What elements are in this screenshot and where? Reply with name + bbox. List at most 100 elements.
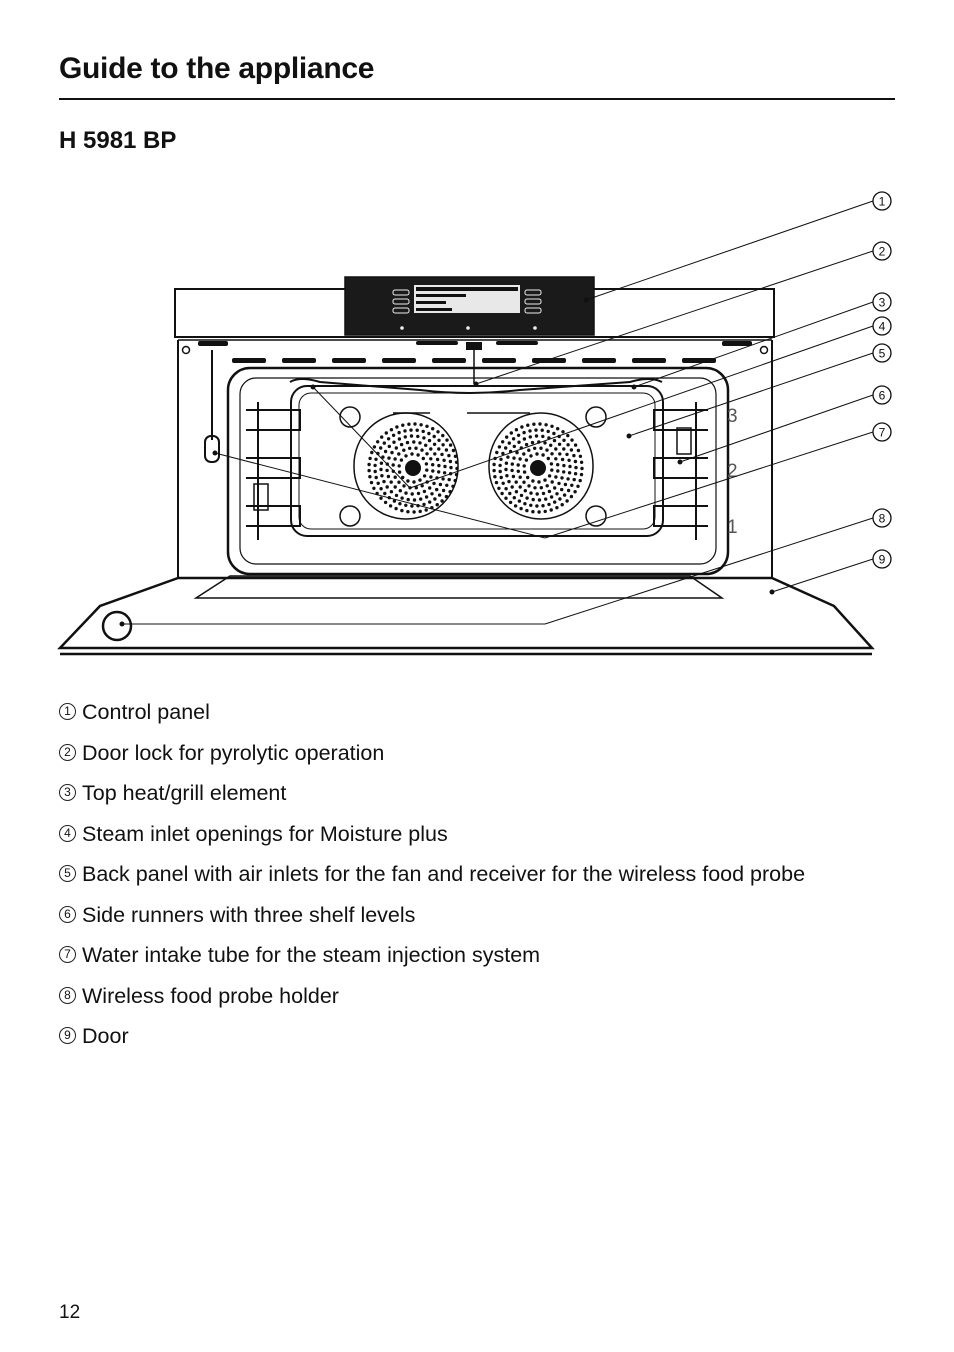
- legend-number: 7: [59, 946, 76, 963]
- perforation-dot: [504, 487, 508, 491]
- perforation-dot: [387, 456, 391, 460]
- perforation-dot: [454, 472, 459, 477]
- perforation-dot: [520, 425, 524, 429]
- fan-cover-right: [488, 412, 594, 520]
- perforation-dot: [429, 447, 433, 451]
- perforation-dot: [406, 497, 410, 502]
- perforation-dot: [379, 467, 383, 472]
- perforation-dot: [402, 484, 406, 488]
- perforation-dot: [510, 468, 514, 473]
- perforation-dot: [566, 477, 570, 481]
- perforation-dot: [560, 487, 564, 492]
- legend-text: Steam inlet openings for Moisture plus: [82, 821, 448, 846]
- perforation-dot: [393, 485, 397, 489]
- perforation-dot: [517, 499, 522, 503]
- callout-9: 9: [872, 549, 892, 569]
- svg-text:6: 6: [879, 389, 886, 403]
- perforation-dot: [553, 486, 557, 490]
- perforation-dot: [390, 450, 394, 455]
- perforation-dot: [419, 423, 423, 427]
- perforation-dot: [448, 459, 453, 464]
- perforation-dot: [527, 448, 531, 452]
- perforation-dot: [510, 462, 514, 466]
- perforation-dot: [573, 443, 578, 447]
- perforation-dot: [557, 442, 562, 446]
- perforation-dot: [554, 447, 558, 451]
- oven-diagram: 3 2 1 1 2 3 4 5 6 7 8 9: [57, 191, 892, 656]
- oven-cavity: [226, 366, 730, 576]
- perforation-dot: [499, 475, 503, 480]
- perforation-dot: [431, 469, 435, 473]
- perforation-dot: [431, 427, 435, 431]
- perforation-dot: [574, 465, 578, 470]
- perforation-dot: [438, 482, 443, 487]
- perforation-dot: [550, 424, 554, 428]
- side-runners-right: [653, 402, 708, 540]
- perforation-dot: [526, 475, 530, 480]
- svg-text:5: 5: [879, 347, 886, 361]
- perforation-dot: [525, 508, 529, 513]
- perforation-dot: [442, 471, 447, 475]
- perforation-dot: [560, 476, 564, 480]
- perforation-dot: [429, 457, 433, 461]
- perforation-dot: [562, 493, 567, 497]
- legend-text: Wireless food probe holder: [82, 983, 339, 1008]
- perforation-dot: [433, 497, 437, 501]
- perforation-dot: [393, 457, 397, 461]
- perforation-dot: [569, 494, 574, 499]
- perforation-dot: [529, 503, 533, 507]
- perforation-dot: [535, 492, 539, 496]
- perforation-dot: [550, 480, 554, 484]
- side-runners-left: [246, 402, 301, 540]
- perforation-dot: [399, 458, 404, 462]
- perforation-dot: [441, 443, 445, 447]
- perforation-dot: [540, 428, 544, 432]
- perforation-dot: [504, 467, 508, 472]
- perforation-dot: [454, 460, 459, 464]
- perforation-dot: [556, 463, 560, 467]
- perforation-dot: [414, 486, 418, 490]
- perforation-dot: [524, 442, 529, 447]
- perforation-dot: [533, 446, 537, 450]
- perforation-dot: [500, 491, 504, 496]
- perforation-dot: [526, 423, 530, 427]
- perforation-dot: [408, 446, 412, 450]
- perforation-dot: [565, 452, 569, 457]
- shelf-level-2: 2: [727, 461, 738, 482]
- perforation-dot: [379, 446, 383, 450]
- food-probe-holder: [101, 610, 133, 642]
- water-intake-tube: [204, 435, 220, 463]
- perforation-dot: [368, 456, 372, 461]
- perforation-dot: [573, 472, 578, 476]
- perforation-dot: [437, 463, 441, 468]
- perforation-dot: [440, 499, 444, 503]
- svg-text:9: 9: [879, 553, 886, 567]
- perforation-dot: [492, 468, 496, 473]
- perforation-dot: [391, 463, 395, 467]
- perforation-dot: [379, 496, 383, 500]
- steam-inlets: [198, 341, 752, 363]
- perforation-dot: [394, 506, 398, 511]
- perforation-dot: [374, 457, 378, 461]
- callout-1: 1: [872, 191, 892, 211]
- page-title: Guide to the appliance: [59, 52, 375, 85]
- perforation-dot: [424, 443, 428, 447]
- perforation-dot: [562, 463, 566, 468]
- perforation-dot: [451, 448, 456, 453]
- perforation-dot: [523, 489, 527, 493]
- perforation-dot: [412, 498, 417, 502]
- perforation-dot: [543, 509, 547, 514]
- fan-perforations: [367, 422, 584, 514]
- perforation-dot: [404, 503, 408, 507]
- page-number: 12: [59, 1302, 81, 1323]
- perforation-dot: [501, 451, 505, 456]
- perforation-dot: [549, 462, 554, 466]
- perforation-dot: [445, 438, 449, 442]
- perforation-dot: [437, 447, 441, 451]
- perforation-dot: [381, 455, 385, 459]
- perforation-dot: [398, 489, 402, 493]
- perforation-dot: [554, 475, 558, 479]
